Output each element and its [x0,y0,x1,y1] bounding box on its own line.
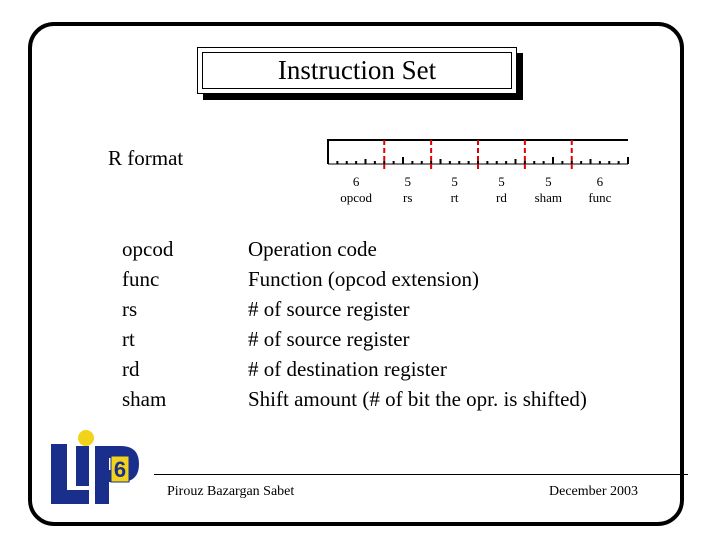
footer-date: December 2003 [549,484,639,499]
field-bits-rt: 5 [451,174,458,189]
term-list: opcod func rs rt rd sham [122,234,173,414]
logo-number-box [110,455,130,483]
slide-frame [28,22,684,526]
slide-title: Instruction Set [277,55,437,85]
field-name-func: func [588,190,611,205]
field-bits-opcod: 6 [353,174,360,189]
term-func: func [122,267,160,291]
desc-sham: Shift amount (# of bit the opr. is shift… [248,387,587,411]
desc-func: Function (opcod extension) [248,267,479,291]
lip6-logo: 6 [51,430,139,504]
footer-author: Pirouz Bazargan Sabet [167,484,295,499]
footer-line [154,474,688,475]
logo-dot [78,430,94,446]
desc-opcod: Operation code [248,237,377,261]
title-inner-border [202,52,512,89]
definition-list: Operation code Function (opcod extension… [248,234,587,414]
field-bits-rs: 5 [404,174,411,189]
desc-rd: # of destination register [248,357,447,381]
desc-rs: # of source register [248,297,410,321]
field-bits-sham: 5 [545,174,552,189]
field-name-opcod: opcod [340,190,372,205]
ruler-top-border [327,139,628,164]
term-opcod: opcod [122,237,174,261]
field-bits-func: 6 [597,174,604,189]
title-box: Instruction Set [197,47,517,94]
term-rd: rd [122,357,140,381]
logo-letter-i [76,446,89,486]
field-bits-rd: 5 [498,174,505,189]
logo-letter-l [51,444,89,504]
desc-rt: # of source register [248,327,410,351]
field-dividers [383,140,573,170]
field-name-rs: rs [403,190,412,205]
term-rt: rt [122,327,135,351]
logo-number: 6 [114,457,126,482]
field-name-rt: rt [451,190,459,205]
term-rs: rs [122,297,138,321]
field-name-rd: rd [496,190,507,205]
section-label: R format [108,146,184,170]
field-name-sham: sham [535,190,562,205]
term-sham: sham [122,387,167,411]
